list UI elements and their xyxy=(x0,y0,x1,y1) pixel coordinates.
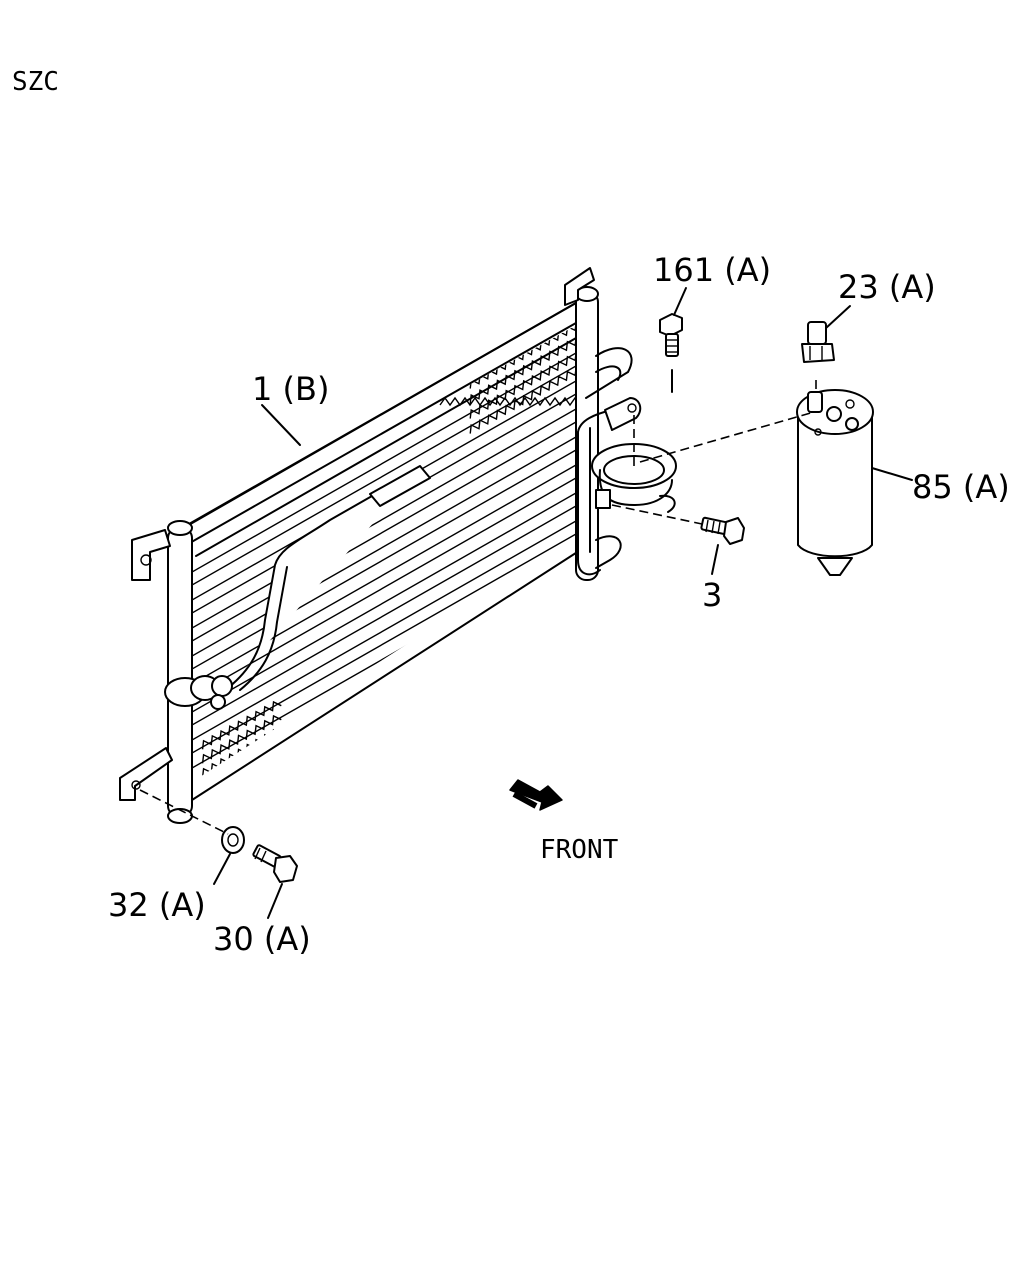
condenser xyxy=(119,267,633,824)
assembly-lines xyxy=(139,369,817,835)
callout-23: 23 (A) xyxy=(838,268,936,306)
receiver-drier-85 xyxy=(796,389,874,576)
callout-161: 161 (A) xyxy=(653,251,771,289)
diagram-code: SZC xyxy=(12,67,59,97)
pressure-switch-23 xyxy=(801,321,835,363)
callout-85: 85 (A) xyxy=(912,468,1010,506)
front-direction-arrow-icon xyxy=(509,779,563,811)
callout-30: 30 (A) xyxy=(213,920,311,958)
inlet-fitting xyxy=(164,675,233,710)
bolt-30 xyxy=(252,844,298,883)
bolt-161 xyxy=(659,313,683,357)
callout-3: 3 xyxy=(702,576,722,614)
leader-lines xyxy=(213,287,913,919)
front-label: FRONT xyxy=(540,835,619,865)
callout-32: 32 (A) xyxy=(108,886,206,924)
washer-32 xyxy=(221,826,245,854)
bolt-3 xyxy=(700,516,745,545)
callout-1: 1 (B) xyxy=(252,370,329,408)
